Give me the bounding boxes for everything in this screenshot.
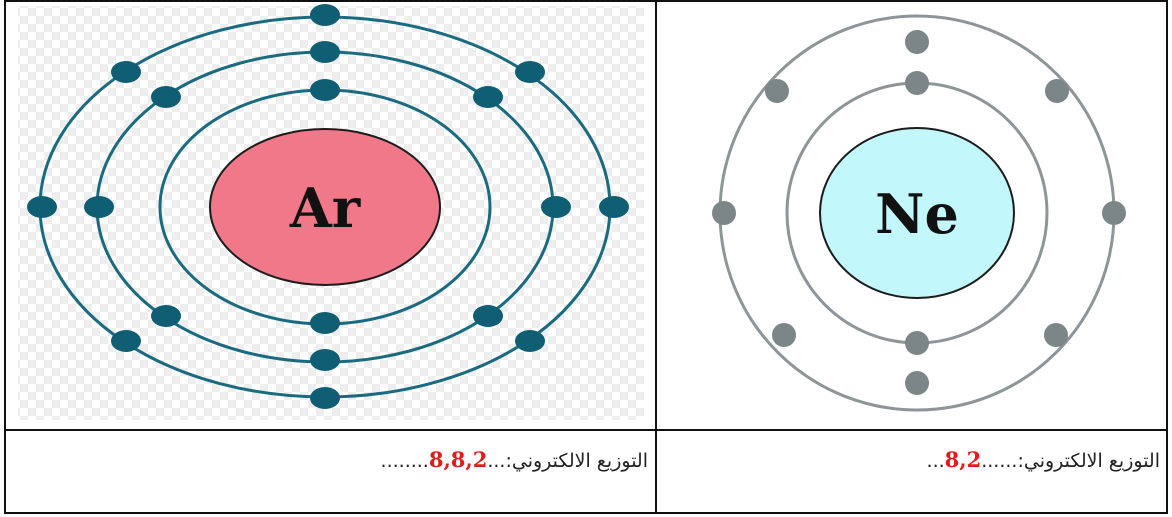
argon-atom-diagram: Ar <box>27 4 629 409</box>
neon-electron <box>905 30 929 54</box>
neon-electron <box>1044 323 1068 347</box>
argon-electron <box>84 196 114 218</box>
argon-electron <box>151 305 181 327</box>
neon-electron <box>1102 201 1126 225</box>
argon-electron <box>310 4 340 26</box>
argon-electron <box>515 61 545 83</box>
neon-electron <box>905 331 929 355</box>
argon-electron <box>111 61 141 83</box>
argon-electron <box>111 330 141 352</box>
neon-trail-dots: ... <box>926 450 945 472</box>
argon-lead-dots: ... <box>487 450 506 472</box>
neon-electron <box>712 201 736 225</box>
argon-electron <box>27 196 57 218</box>
argon-electron <box>599 196 629 218</box>
argon-nucleus <box>209 128 441 286</box>
argon-electron <box>310 387 340 409</box>
neon-configuration-label: التوزيع الالكتروني: <box>1017 450 1160 472</box>
argon-symbol: Ar <box>289 176 361 240</box>
atom-table: Ar Ne <box>4 0 1168 514</box>
neon-configuration-value: 8,2 <box>944 447 982 472</box>
argon-electron <box>473 305 503 327</box>
argon-electron <box>310 79 340 101</box>
argon-electron <box>310 349 340 371</box>
neon-electron <box>905 371 929 395</box>
argon-electron <box>310 312 340 334</box>
argon-configuration-value: 8,8,2 <box>428 447 488 472</box>
neon-electron <box>905 71 929 95</box>
neon-nucleus <box>819 127 1015 299</box>
neon-electron <box>772 323 796 347</box>
neon-symbol: Ne <box>875 182 959 246</box>
table-border <box>4 0 1168 514</box>
neon-electron <box>1045 79 1069 103</box>
argon-electron <box>515 330 545 352</box>
neon-lead-dots: ...... <box>981 450 1018 472</box>
argon-trail-dots: ........ <box>380 450 429 472</box>
neon-configuration-cell: التوزيع الالكتروني:......8,2... <box>664 438 1160 482</box>
table-diagram-svg: Ar Ne <box>4 0 1168 514</box>
argon-configuration-cell: التوزيع الالكتروني:...8,8,2........ <box>12 438 648 482</box>
argon-electron <box>473 86 503 108</box>
neon-electron <box>765 79 789 103</box>
argon-electron <box>151 86 181 108</box>
neon-atom-diagram: Ne <box>712 14 1126 412</box>
argon-electron <box>541 196 571 218</box>
argon-electron <box>310 41 340 63</box>
argon-configuration-label: التوزيع الالكتروني: <box>505 450 648 472</box>
